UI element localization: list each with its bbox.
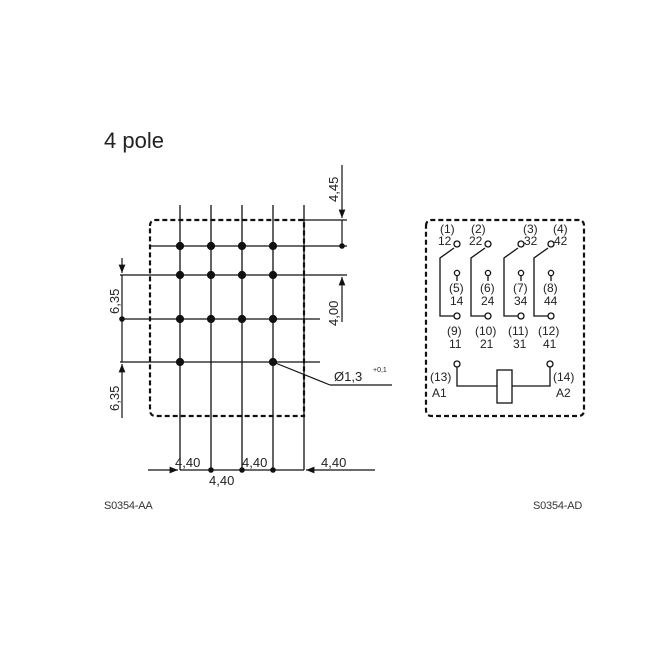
contact-bottom-pin: (9)	[447, 324, 462, 338]
contact-mid-pin: (5)	[449, 281, 464, 295]
pcb-footprint	[118, 165, 392, 474]
pin-hole	[175, 357, 185, 367]
pin-hole	[175, 241, 185, 251]
pin-hole	[206, 270, 216, 280]
coil	[453, 360, 554, 404]
contact-bottom-num: 21	[480, 337, 494, 351]
contact-top-pin: (3)	[523, 222, 538, 236]
contact-mid-pin: (8)	[543, 281, 558, 295]
contact-top-num: 32	[524, 234, 538, 248]
footprint-outline	[148, 218, 306, 418]
contact-1	[439, 240, 461, 320]
pin-hole	[237, 241, 247, 251]
dimension-left	[118, 258, 126, 418]
schematic-labels: (13) A1 (14) A2 (1)12(5)14(9)11(2)22(6)2…	[430, 222, 574, 400]
schematic-outline	[424, 218, 586, 418]
dimension-bottom	[148, 466, 375, 474]
dim-4-00: 4,00	[326, 301, 341, 326]
coil-a2-pin: (14)	[553, 370, 574, 384]
pin-hole	[206, 241, 216, 251]
pin-holes	[175, 241, 278, 367]
dim-bottom-4: 4,40	[209, 473, 234, 488]
pin-hole	[175, 270, 185, 280]
pin-hole	[268, 241, 278, 251]
contact-bottom-pin: (12)	[538, 324, 559, 338]
contact-top-num: 42	[554, 234, 568, 248]
dim-bottom-2: 4,40	[242, 455, 267, 470]
contact-top-num: 22	[469, 234, 483, 248]
hole-diameter-label: Ø1,3	[334, 369, 362, 384]
footprint-labels: 4,45 4,00 6,35 6,35 Ø1,3 +0,1 4,40 4,40 …	[107, 177, 387, 488]
pin-hole	[237, 314, 247, 324]
contact-top-pin: (2)	[471, 222, 486, 236]
diagram-title: 4 pole	[104, 128, 164, 153]
dim-6-35-top: 6,35	[107, 289, 122, 314]
relay-schematic	[424, 218, 586, 418]
dimension-right	[338, 165, 346, 322]
dim-6-35-bottom: 6,35	[107, 386, 122, 411]
coil-a2-label: A2	[556, 386, 571, 400]
contact-top-pin: (4)	[553, 222, 568, 236]
contact-bottom-pin: (11)	[508, 324, 528, 338]
hole-tolerance-label: +0,1	[373, 367, 387, 374]
contact-mid-pin: (6)	[480, 281, 495, 295]
footprint-code: S0354-AA	[104, 500, 153, 512]
contact-bottom-pin: (10)	[475, 324, 496, 338]
coil-a1-pin: (13)	[430, 370, 451, 384]
dim-4-45: 4,45	[326, 177, 341, 202]
contact-top-num: 12	[438, 234, 452, 248]
schematic-code: S0354-AD	[533, 500, 583, 512]
contact-mid-num: 14	[450, 294, 464, 308]
coil-a1-label: A1	[432, 386, 447, 400]
contact-bottom-num: 11	[449, 337, 462, 351]
contact-bottom-num: 41	[543, 337, 557, 351]
pin-hole	[175, 314, 185, 324]
pin-hole	[268, 314, 278, 324]
contact-top-pin: (1)	[440, 222, 455, 236]
contact-bottom-num: 31	[513, 337, 527, 351]
pin-hole	[206, 314, 216, 324]
pin-hole	[268, 270, 278, 280]
contact-3	[503, 240, 525, 320]
grid-horizontal-lines	[120, 219, 347, 363]
pin-hole	[237, 270, 247, 280]
contact-2	[470, 240, 492, 320]
hole-leader	[272, 361, 392, 386]
contact-mid-pin: (7)	[513, 281, 528, 295]
contact-mid-num: 44	[544, 294, 558, 308]
contact-mid-num: 34	[514, 294, 528, 308]
contact-4	[533, 240, 555, 320]
dim-bottom-3: 4,40	[321, 455, 346, 470]
dim-bottom-1: 4,40	[175, 455, 200, 470]
contact-mid-num: 24	[481, 294, 495, 308]
